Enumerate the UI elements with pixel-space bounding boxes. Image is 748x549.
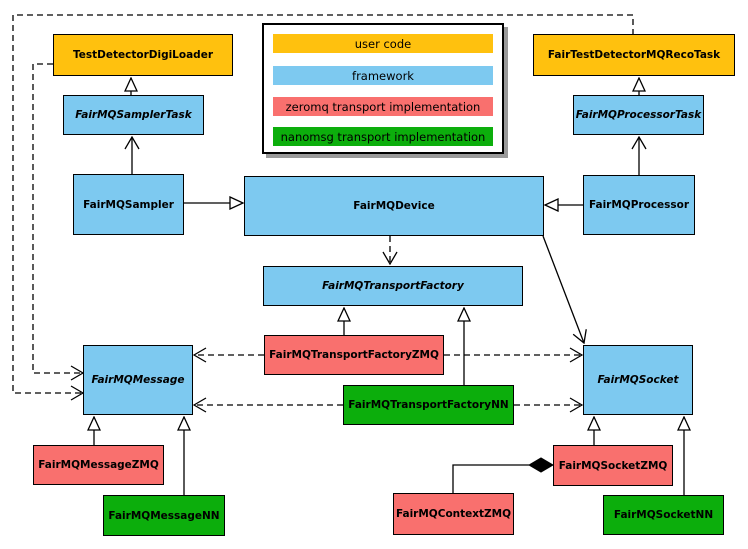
node-fairmqsamplertask: FairMQSamplerTask [63, 95, 204, 135]
node-fairtestdetectormqrecotask: FairTestDetectorMQRecoTask [533, 34, 735, 76]
node-testdetectordigiloader: TestDetectorDigiLoader [53, 34, 233, 76]
legend: user code framework zeromq transport imp… [262, 23, 504, 154]
node-fairmqcontextzmq: FairMQContextZMQ [393, 493, 514, 535]
node-fairmqtransportfactorynn: FairMQTransportFactoryNN [343, 385, 514, 425]
node-fairmqsocketnn: FairMQSocketNN [603, 495, 724, 535]
node-fairmqdevice: FairMQDevice [244, 176, 544, 236]
node-fairmqprocessor: FairMQProcessor [583, 175, 695, 235]
edge-arrow-device-socket [542, 235, 584, 343]
legend-item-nanomsg: nanomsg transport implementation [273, 127, 493, 146]
node-fairmqmessagezmq: FairMQMessageZMQ [33, 445, 164, 485]
legend-item-framework: framework [273, 66, 493, 85]
composition-diamond-icon [528, 457, 554, 473]
legend-item-user-code: user code [273, 34, 493, 53]
node-fairmqtransportfactoryzmq: FairMQTransportFactoryZMQ [264, 335, 444, 375]
node-fairmqsampler: FairMQSampler [73, 174, 184, 235]
node-fairmqmessagenn: FairMQMessageNN [103, 495, 225, 536]
edge-composition-contextzmq-socketzmq [452, 464, 529, 493]
legend-item-zeromq: zeromq transport implementation [273, 97, 493, 116]
node-fairmqprocessortask: FairMQProcessorTask [573, 95, 704, 135]
node-fairmqtransportfactory: FairMQTransportFactory [263, 266, 523, 306]
node-fairmqsocketzmq: FairMQSocketZMQ [553, 445, 673, 486]
node-fairmqsocket: FairMQSocket [583, 345, 693, 415]
node-fairmqmessage: FairMQMessage [83, 345, 193, 415]
